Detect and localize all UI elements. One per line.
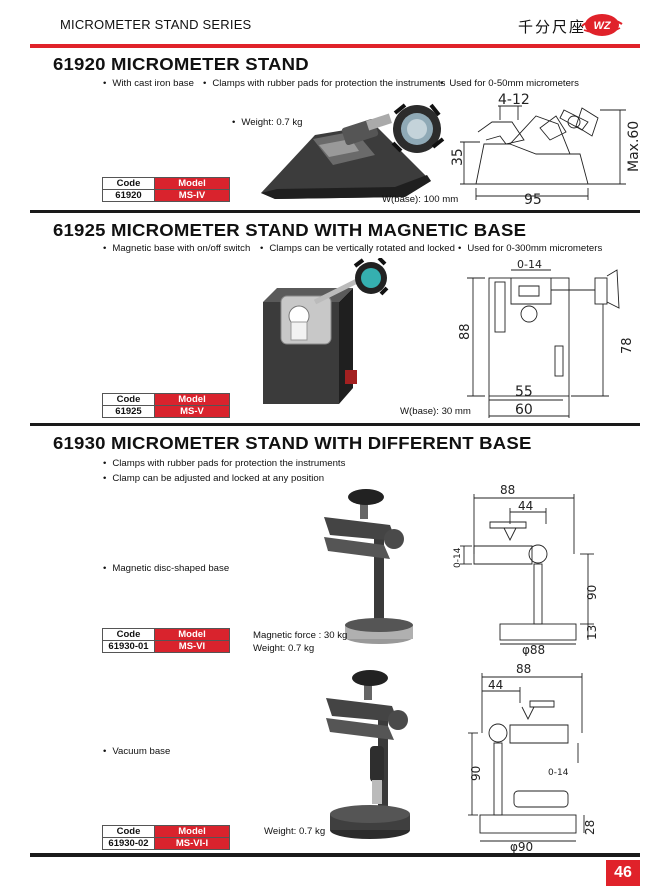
code-value: 61920 — [102, 189, 155, 202]
model-header: Model — [154, 177, 230, 190]
footer-rule — [30, 853, 640, 857]
code-header: Code — [102, 177, 155, 190]
model-value: MS-VI-I — [154, 837, 230, 850]
magnetic-force-note: Magnetic force : 30 kg — [253, 630, 348, 641]
model-header: Model — [154, 825, 230, 838]
feature-item: Clamps with rubber pads for protection t… — [103, 458, 345, 469]
section-61925-title: 61925 MICROMETER STAND WITH MAGNETIC BAS… — [53, 220, 527, 240]
ms-v-dimension-drawing: 0-14 88 78 55 60 — [458, 258, 635, 418]
feature-item: Used for 0-300mm micrometers — [458, 243, 602, 254]
ms-vi-i-dimension-drawing: 88 44 90 0-14 28 φ90 — [468, 663, 597, 853]
dim-label: 88 — [458, 323, 473, 340]
section-divider — [30, 423, 640, 426]
model-value: MS-V — [154, 405, 230, 418]
dim-label: 4-12 — [498, 92, 530, 108]
dim-label: 44 — [518, 499, 533, 513]
dim-label: 95 — [524, 192, 542, 205]
code-header: Code — [102, 628, 155, 641]
series-title: MICROMETER STAND SERIES — [60, 17, 252, 32]
ms-iv-dimension-drawing: 4-12 35 Max.60 95 — [450, 92, 640, 205]
model-header: Model — [154, 628, 230, 641]
page-number: 46 — [606, 860, 640, 886]
ms-vi-stand-image — [324, 489, 413, 644]
brand-chinese-name: 千分尺座 — [518, 18, 587, 36]
feature-item: With cast iron base — [103, 78, 194, 89]
ms-vi-dimension-drawing: 88 44 0-14 90 13 φ88 — [453, 484, 599, 656]
section-divider — [30, 210, 640, 213]
logo-text: WZ — [593, 20, 611, 32]
ms-v-stand-image — [263, 258, 389, 404]
dim-label: Max.60 — [626, 121, 640, 172]
dim-label: 90 — [469, 766, 483, 781]
model-value: MS-VI — [154, 640, 230, 653]
dim-label: 44 — [488, 678, 503, 692]
code-value: 61925 — [102, 405, 155, 418]
ms-vi-i-stand-image — [326, 670, 410, 839]
base-width-note: W(base): 100 mm — [382, 194, 459, 205]
weight-note: Weight: 0.7 kg — [232, 117, 302, 128]
feature-item: Magnetic base with on/off switch — [103, 243, 250, 254]
feature-item: Clamp can be adjusted and locked at any … — [103, 473, 324, 484]
section-61930-title: 61930 MICROMETER STAND WITH DIFFERENT BA… — [53, 433, 532, 453]
dim-label: 0-14 — [453, 547, 463, 568]
model-header: Model — [154, 393, 230, 406]
dim-label: 88 — [500, 484, 515, 497]
dim-label: 28 — [583, 820, 597, 835]
variant-label: Magnetic disc-shaped base — [103, 563, 229, 574]
code-header: Code — [102, 825, 155, 838]
dim-label: 60 — [515, 402, 533, 418]
brand-logo: WZ — [581, 14, 623, 36]
code-header: Code — [102, 393, 155, 406]
code-value: 61930-01 — [102, 640, 155, 653]
dim-label: 88 — [516, 663, 531, 676]
feature-item: Clamps can be vertically rotated and loc… — [260, 243, 455, 254]
feature-item: Used for 0-50mm micrometers — [440, 78, 579, 89]
dim-label: 0-14 — [517, 258, 542, 271]
base-width-note: W(base): 30 mm — [400, 406, 471, 417]
dim-label: φ90 — [510, 840, 533, 853]
feature-item: Clamps with rubber pads for protection t… — [203, 78, 445, 89]
header-rule — [30, 44, 640, 48]
weight-note: Weight: 0.7 kg — [253, 643, 315, 654]
code-value: 61930-02 — [102, 837, 155, 850]
dim-label: 0-14 — [548, 768, 569, 778]
dim-label: 35 — [450, 148, 466, 166]
ms-iv-stand-image — [261, 103, 445, 199]
dim-label: 55 — [515, 384, 533, 400]
variant-label: Vacuum base — [103, 746, 170, 757]
weight-note: Weight: 0.7 kg — [264, 826, 326, 837]
section-61920-title: 61920 MICROMETER STAND — [53, 54, 309, 74]
dim-label: 13 — [585, 625, 599, 640]
dim-label: 90 — [585, 585, 599, 600]
model-value: MS-IV — [154, 189, 230, 202]
dim-label: φ88 — [522, 643, 545, 656]
dim-label: 78 — [620, 337, 635, 354]
